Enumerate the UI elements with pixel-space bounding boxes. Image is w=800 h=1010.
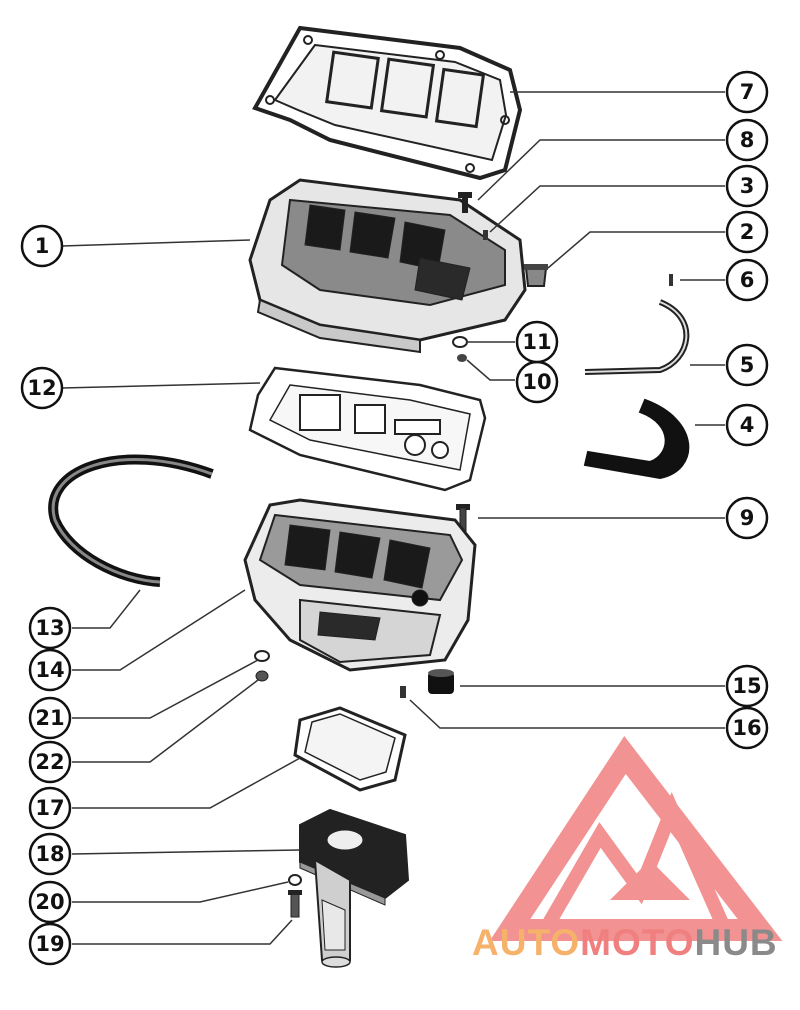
part-4-seal <box>583 398 690 480</box>
callout-18: 18 <box>28 832 72 876</box>
callout-circle <box>28 648 72 692</box>
callout-3: 3 <box>725 164 769 208</box>
callout-19: 19 <box>28 922 72 966</box>
callout-number: 10 <box>522 370 551 394</box>
callout-circle <box>725 664 769 708</box>
callout-4: 4 <box>725 403 769 447</box>
part-20-washer <box>288 874 302 886</box>
callout-circle <box>28 832 72 876</box>
callout-2: 2 <box>725 210 769 254</box>
part-10-nut <box>457 354 467 362</box>
callout-circle <box>725 403 769 447</box>
callout-11: 11 <box>515 320 559 364</box>
callout-22: 22 <box>28 740 72 784</box>
part-13-curved-seal <box>48 454 214 587</box>
part-17-small-gasket <box>293 706 407 792</box>
logo-inner-g <box>610 860 690 900</box>
logo-triangle <box>489 736 783 941</box>
callout-17: 17 <box>28 786 72 830</box>
callout-circle <box>20 366 64 410</box>
part-11-washer <box>452 336 468 348</box>
callout-number: 7 <box>740 80 755 104</box>
callout-number: 22 <box>35 750 64 774</box>
callout-circle <box>28 922 72 966</box>
callout-15: 15 <box>725 664 769 708</box>
callout-circle <box>28 606 72 650</box>
part-12-gasket <box>248 366 487 492</box>
callout-1: 1 <box>20 224 64 268</box>
callout-12: 12 <box>20 366 64 410</box>
callout-circle <box>725 118 769 162</box>
callout-21: 21 <box>28 696 72 740</box>
callout-number: 6 <box>740 268 755 292</box>
callout-number: 14 <box>35 658 64 682</box>
callout-number: 4 <box>740 413 755 437</box>
watermark-moto: MOTO <box>580 922 694 963</box>
callout-circle <box>725 210 769 254</box>
callout-16: 16 <box>725 706 769 750</box>
callout-circle <box>725 70 769 114</box>
callout-number: 18 <box>35 842 64 866</box>
part-6-pin <box>669 274 673 286</box>
callout-number: 3 <box>740 174 755 198</box>
callout-7: 7 <box>725 70 769 114</box>
callout-circle <box>28 880 72 924</box>
callout-9: 9 <box>725 496 769 540</box>
leader-lines <box>61 91 725 945</box>
callout-circle <box>725 706 769 750</box>
part-19-tube <box>313 858 351 968</box>
part-7-top-gasket <box>252 25 523 181</box>
callout-circle <box>28 786 72 830</box>
callout-number: 20 <box>35 890 64 914</box>
part-8-screw <box>458 192 472 213</box>
callout-number: 8 <box>740 128 755 152</box>
callout-10: 10 <box>515 360 559 404</box>
callout-circle <box>725 343 769 387</box>
callout-circle <box>725 164 769 208</box>
callout-circle <box>515 320 559 364</box>
callout-number: 19 <box>35 932 64 956</box>
callout-number: 5 <box>740 353 755 377</box>
part-1-upper-housing <box>248 178 527 354</box>
callout-number: 15 <box>732 674 761 698</box>
callout-circle <box>28 740 72 784</box>
part-14-lower-housing <box>243 498 477 672</box>
callout-number: 2 <box>740 220 755 244</box>
watermark-logo <box>489 736 783 941</box>
part-15-bushing <box>428 669 454 694</box>
callout-circle <box>725 258 769 302</box>
callout-circle <box>20 224 64 268</box>
watermark-auto: AUTO <box>472 922 580 963</box>
part-19-screw <box>288 890 302 918</box>
callout-6: 6 <box>725 258 769 302</box>
part-16-pin <box>400 686 406 698</box>
callout-number: 13 <box>35 616 64 640</box>
part-2-plug <box>524 264 548 287</box>
watermark-text: AUTOMOTOHUB <box>472 922 778 963</box>
callout-13: 13 <box>28 606 72 650</box>
callout-number: 16 <box>732 716 761 740</box>
callout-14: 14 <box>28 648 72 692</box>
callout-5: 5 <box>725 343 769 387</box>
logo-inner-m <box>532 791 736 937</box>
part-22-nut <box>255 670 269 682</box>
callout-number: 17 <box>35 796 64 820</box>
callout-20: 20 <box>28 880 72 924</box>
part-5-seal-strip <box>584 299 690 375</box>
part-3-pin <box>483 230 488 240</box>
part-21-washer <box>254 650 270 662</box>
callout-number: 12 <box>27 376 56 400</box>
callout-circle <box>28 696 72 740</box>
callout-number: 21 <box>35 706 64 730</box>
watermark-hub: HUB <box>694 922 777 963</box>
callout-number: 9 <box>740 506 755 530</box>
callout-number: 11 <box>522 330 551 354</box>
callout-number: 1 <box>35 234 50 258</box>
callout-circle <box>725 496 769 540</box>
callout-8: 8 <box>725 118 769 162</box>
